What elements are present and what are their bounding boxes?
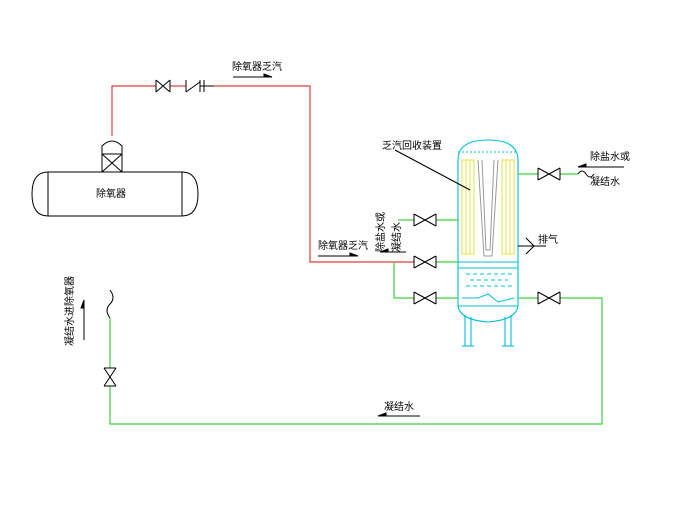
gate-valve-icon[interactable] [413, 213, 437, 227]
condensate-label-mid: 凝结水 [392, 222, 403, 252]
condensate-label-bottom: 凝结水 [384, 402, 414, 413]
deaerator-tank [31, 140, 199, 217]
coil-right [501, 159, 515, 255]
flow-arrow-icon [80, 299, 85, 340]
pipe-break-icon [577, 170, 595, 178]
recovery-vessel [457, 139, 519, 347]
inner-funnel [477, 159, 499, 257]
flow-arrow-icon [377, 412, 420, 417]
flow-arrow-icon [577, 163, 624, 168]
coil-left [461, 159, 475, 255]
deaerator-label: 除氧器 [96, 189, 126, 200]
gate-valve-icon[interactable] [413, 291, 437, 305]
water-lines [109, 173, 603, 425]
vent-label: 排气 [538, 235, 558, 246]
vessel-internal-pipe [462, 293, 515, 303]
deaerator-exhaust-label-mid: 除氧器乏汽 [318, 241, 368, 252]
flow-arrow-icon [233, 73, 273, 78]
check-valve-icon[interactable] [185, 80, 214, 93]
gate-valve-icon[interactable] [103, 367, 117, 387]
condensate-to-deaerator-label: 凝结水进除氧器 [65, 276, 76, 346]
flow-arrow-icon [379, 248, 406, 253]
gate-valve-icon[interactable] [537, 167, 561, 181]
gate-valve-icon[interactable] [155, 79, 171, 93]
flow-arrow-icon [318, 252, 359, 257]
deaerator-exhaust-label-top: 除氧器乏汽 [232, 62, 282, 73]
vent-valve-icon[interactable] [518, 237, 546, 255]
desalted-or-label-mid: 除盐水或 [376, 212, 387, 252]
steam-line [111, 85, 414, 263]
leader-line [394, 149, 471, 191]
recovery-device-label: 乏汽回收装置 [382, 141, 442, 152]
pipe-break-icon [106, 289, 114, 319]
desalted-or-label-right: 除盐水或 [590, 152, 630, 163]
condensate-label-right: 凝结水 [590, 177, 620, 188]
gate-valve-icon[interactable] [413, 255, 437, 269]
gate-valve-icon[interactable] [537, 291, 561, 305]
